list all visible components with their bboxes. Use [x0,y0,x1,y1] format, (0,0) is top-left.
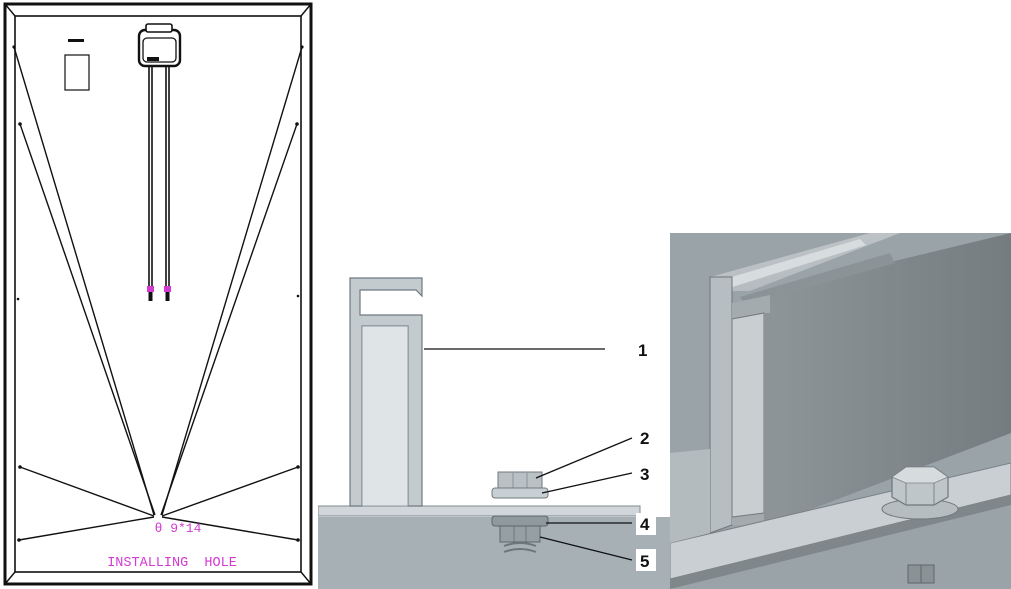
cable-connectors [147,286,171,301]
render-nut [907,564,935,584]
installing-hole-leader-lines [13,46,303,541]
callout-5: 5 [640,552,649,571]
bolt-head [497,471,543,489]
clamp-section-view: 1 2 3 4 5 [318,277,670,589]
render-top-lip [710,233,1011,291]
module-back-view: θ 9*14 INSTALLING HOLE [3,2,313,586]
installing-hole-caption: INSTALLING HOLE [107,556,237,571]
callout-2: 2 [640,429,649,448]
base-rail [318,517,670,589]
spring-washer [503,542,537,553]
module-nameplate-bar [68,39,84,42]
callout-labels: 1 2 3 4 5 [636,341,656,571]
render-profile-wall [770,233,1011,525]
hex-nut [499,525,541,543]
render-profile-front [709,276,733,534]
module-frame-flange [318,505,641,517]
junction-cables [148,66,170,286]
hole-size-label: θ 9*14 [155,521,202,536]
module-nameplate [64,54,90,91]
render-bolt [881,466,959,520]
clamp-3d-render [670,233,1011,589]
flat-washer-upper [491,487,549,499]
callout-leader-lines [424,348,633,561]
junction-box [137,23,182,68]
callout-4: 4 [640,515,650,534]
module-frame-outer [3,2,313,586]
flat-washer-lower [491,515,549,527]
callout-3: 3 [640,465,649,484]
callout-1: 1 [638,341,647,360]
frame-corners [4,3,312,585]
module-frame-inner [14,15,302,573]
